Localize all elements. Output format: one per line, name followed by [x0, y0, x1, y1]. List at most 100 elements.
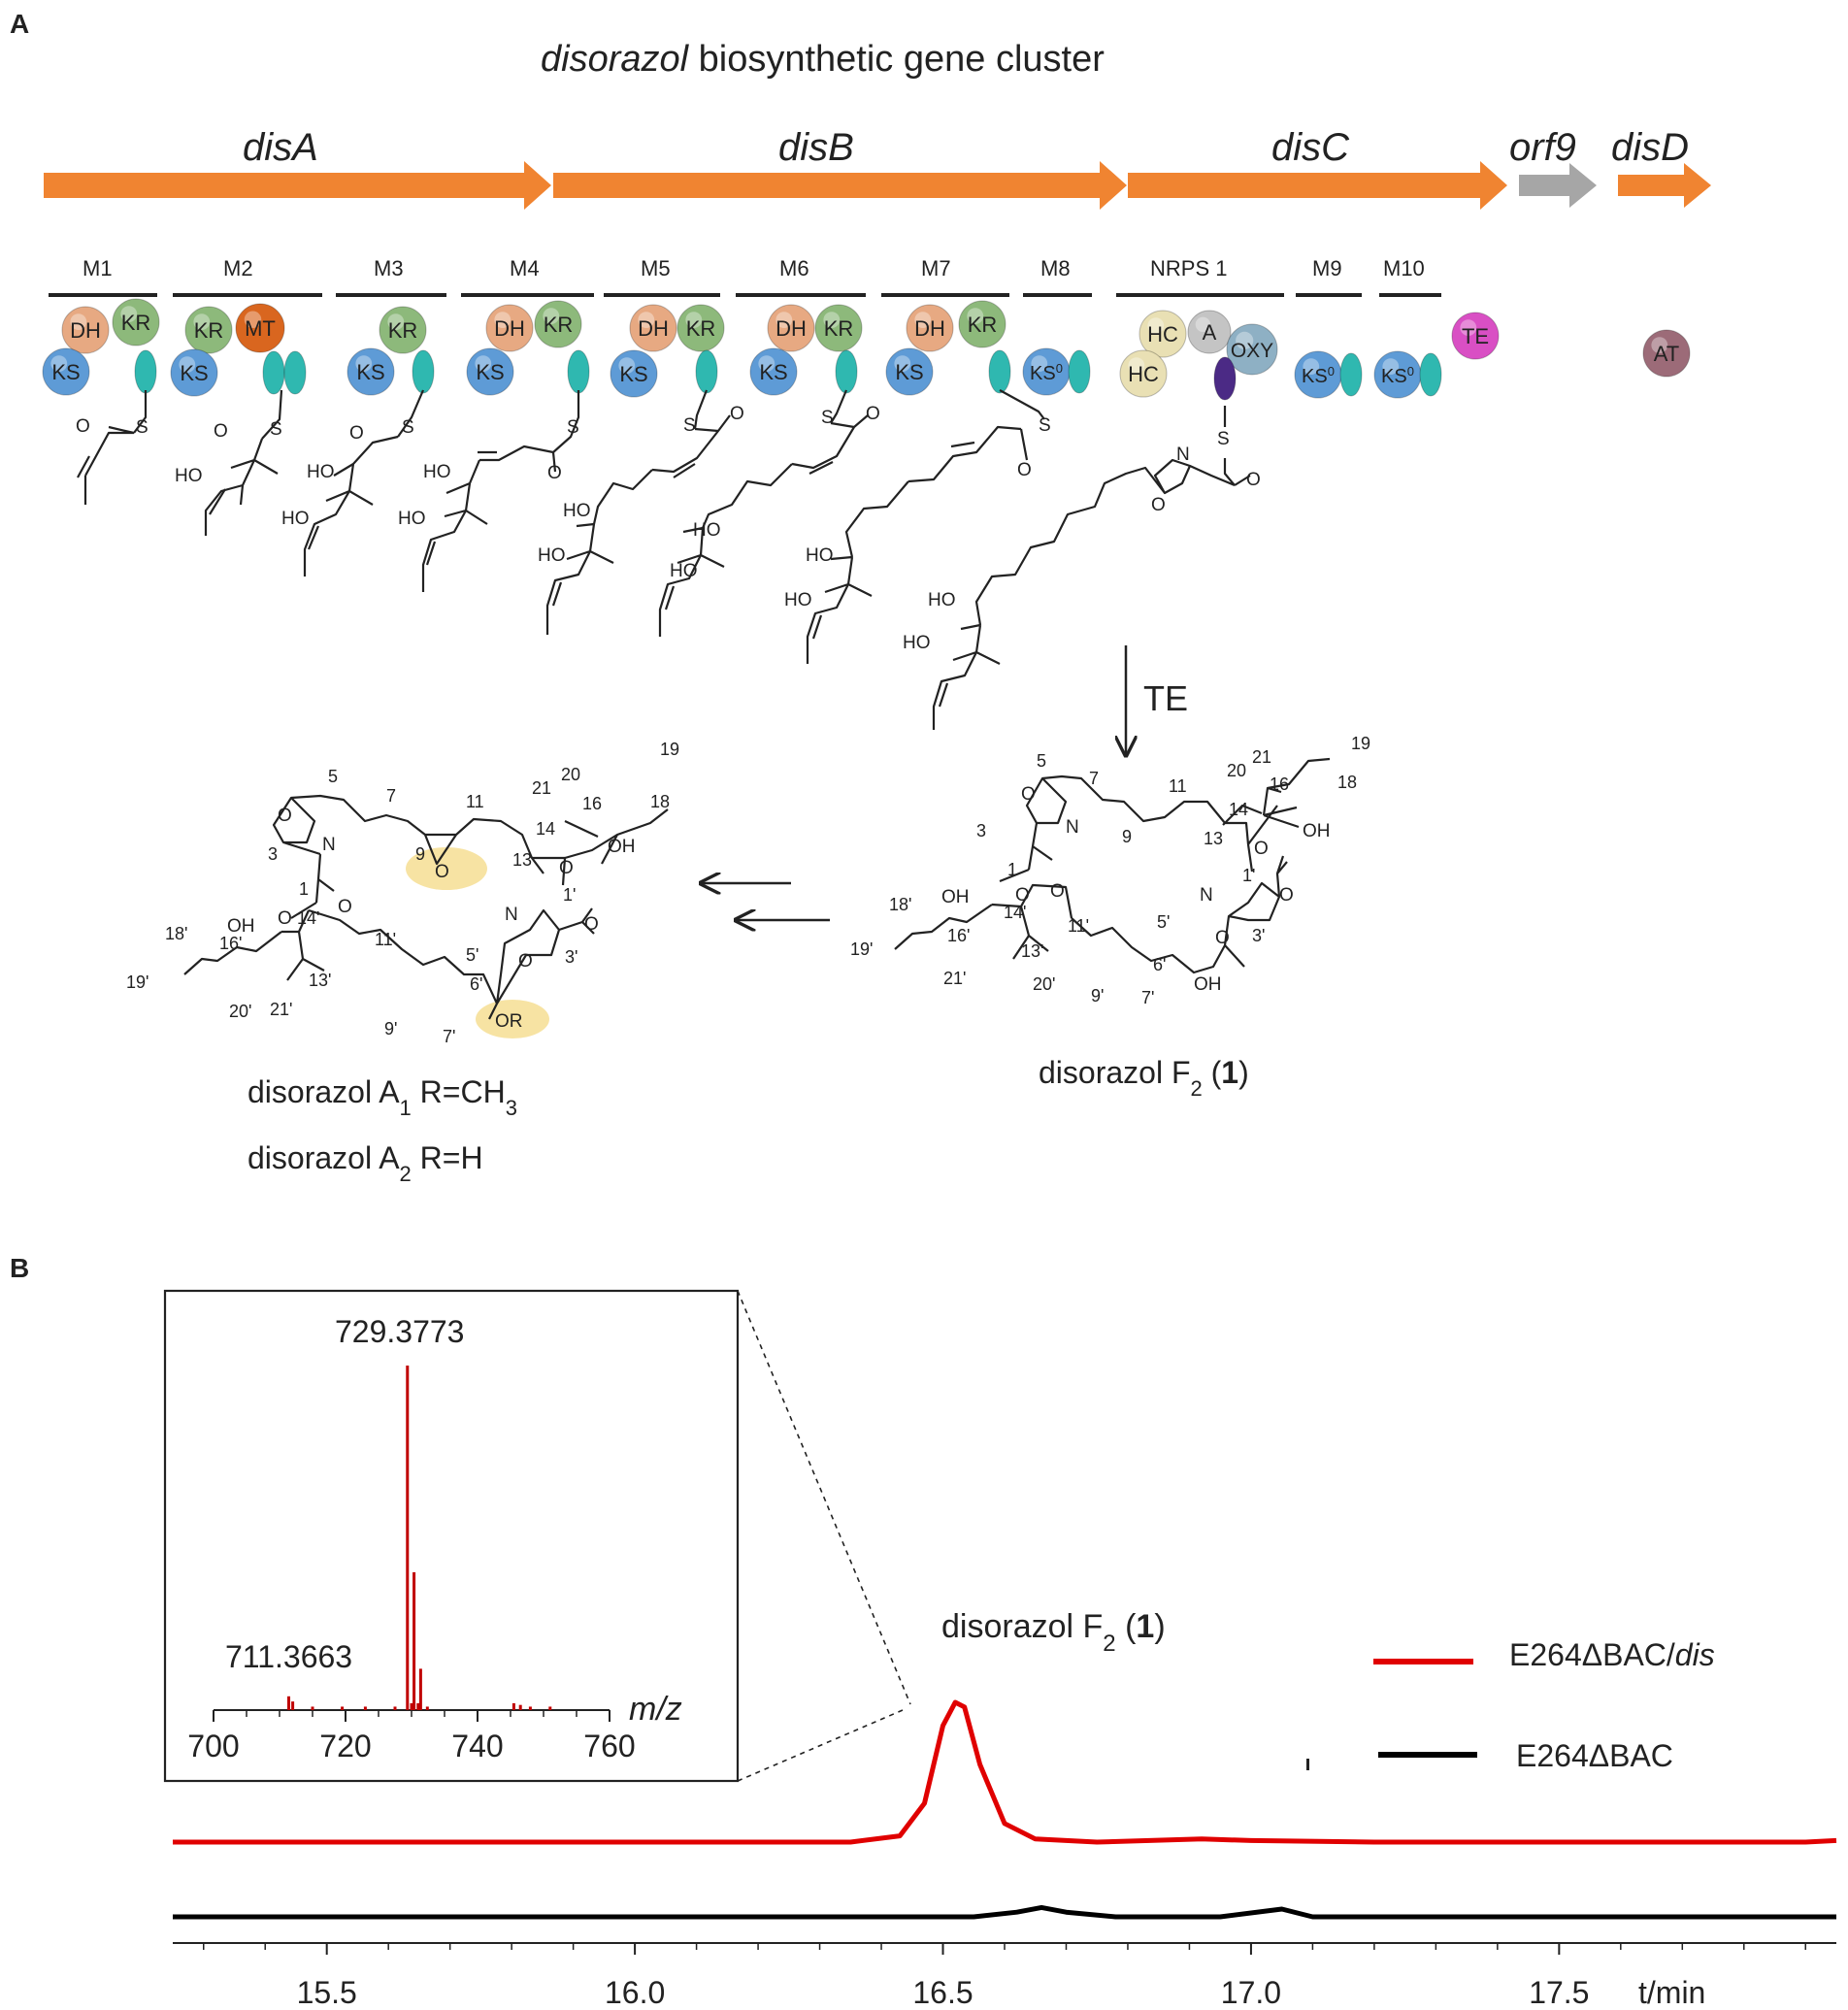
atom-number: 20' — [1033, 974, 1055, 994]
atom-number: 16' — [219, 934, 242, 953]
atom-o: O — [435, 862, 449, 882]
module-label-m7: M7 — [921, 256, 951, 280]
gene-label-disA: disA — [243, 126, 318, 169]
ks-domain-label: KS — [476, 360, 504, 384]
atom-ho: HO — [784, 590, 812, 610]
atom-number: 21 — [532, 778, 551, 798]
atom-or: OR — [495, 1011, 523, 1032]
series-line-control — [173, 1904, 1836, 1920]
dh-domain-label: DH — [776, 316, 807, 341]
module-label-m4: M4 — [510, 256, 540, 280]
inset-frame — [163, 1289, 740, 1783]
gene-label-orf9: orf9 — [1509, 126, 1576, 169]
module-label-m6: M6 — [779, 256, 809, 280]
kr-domain: KR — [112, 298, 160, 346]
kr-domain-label: KR — [968, 313, 998, 337]
intermediate-m6: S O HO HO — [658, 389, 880, 637]
atom-o: O — [278, 806, 292, 826]
atom-o: O — [730, 404, 744, 424]
kr-domain: KR — [676, 304, 725, 352]
cluster-title-rest: biosynthetic gene cluster — [688, 39, 1105, 80]
acp-domain — [134, 349, 157, 394]
atom-n: N — [505, 905, 518, 925]
atom-s: S — [1039, 415, 1051, 436]
atom-ho: HO — [928, 590, 956, 610]
atom-ho: HO — [398, 509, 426, 529]
intermediate-m2: S O HO — [175, 389, 283, 536]
gene-arrow-disB — [553, 161, 1127, 210]
acp-domain — [988, 349, 1011, 394]
dh-domain: DH — [485, 304, 534, 352]
atom-number: 9' — [384, 1019, 397, 1038]
module-label-m1: M1 — [82, 256, 113, 280]
atom-number: 3 — [976, 821, 986, 840]
cluster-title: disorazol biosynthetic gene cluster — [541, 39, 1105, 80]
ks-domain-label: KS — [51, 360, 80, 384]
atom-ho: HO — [538, 545, 566, 566]
x-tick-label: 16.5 — [912, 1975, 973, 2010]
acp-domain — [1068, 349, 1091, 394]
module-label-m3: M3 — [374, 256, 404, 280]
gene-arrow-disC — [1128, 161, 1507, 210]
ks-domain: KS — [42, 347, 90, 396]
atom-n: N — [1200, 885, 1213, 906]
atom-number: 1 — [1007, 860, 1017, 879]
atom-o: O — [584, 914, 599, 935]
ks0-domain: KS0 — [1294, 350, 1342, 399]
inset-zoom-line — [737, 1709, 904, 1782]
kr-domain: KR — [184, 306, 233, 354]
atom-n: N — [1176, 445, 1190, 465]
atom-n: N — [322, 835, 336, 855]
kr-domain-label: KR — [544, 313, 574, 337]
atom-number: 16' — [947, 926, 970, 945]
ks-domain: KS — [170, 348, 218, 397]
atom-number: 18' — [165, 924, 187, 943]
atom-number: 20 — [561, 765, 580, 784]
atom-number: 7 — [386, 786, 396, 806]
series-line-complemented — [173, 1699, 1837, 1845]
inset-x-tick-label: 760 — [583, 1729, 635, 1763]
atom-o: O — [338, 897, 352, 917]
legend-label-series-1: E264ΔBAC/dis — [1509, 1637, 1715, 1672]
atom-number: 7 — [1089, 769, 1099, 788]
atom-number: 1' — [1242, 866, 1255, 885]
dh-domain: DH — [61, 306, 110, 354]
atom-number: 9 — [415, 844, 425, 864]
atom-number: 14 — [1229, 800, 1248, 819]
atom-number: 6' — [1153, 955, 1166, 974]
module-label-nrps1: NRPS 1 — [1150, 256, 1227, 280]
disorazol-f2-label: disorazol F2 (1) — [1039, 1055, 1249, 1101]
module-label-m9: M9 — [1312, 256, 1342, 280]
atom-number: 13 — [1204, 829, 1223, 848]
atom-number: 3 — [268, 844, 278, 864]
intermediate-m7: S O HO HO — [784, 389, 1051, 664]
atom-number: 19' — [126, 972, 148, 992]
te-domain: TE — [1451, 312, 1500, 360]
dh-domain: DH — [629, 304, 677, 352]
panel-label-b: B — [10, 1253, 29, 1283]
module-label-m8: M8 — [1040, 256, 1071, 280]
kr-domain-label: KR — [686, 316, 716, 341]
atom-number: 11 — [466, 792, 484, 811]
ks-domain: KS — [610, 349, 658, 398]
gene-arrow-disA — [44, 161, 551, 210]
acp-domain — [695, 349, 718, 394]
atom-number: 3' — [565, 947, 578, 967]
dh-domain-label: DH — [70, 318, 101, 343]
hc-domain-label: HC — [1128, 362, 1159, 386]
peak-annotation: disorazol F2 (1) — [941, 1608, 1166, 1657]
acp-domain — [283, 350, 307, 395]
atom-o: O — [1215, 928, 1230, 948]
atom-o: O — [278, 908, 292, 929]
atom-ho: HO — [175, 466, 203, 486]
atom-n: N — [1066, 817, 1079, 838]
atom-number: 19 — [1351, 734, 1370, 753]
atom-s: S — [1217, 429, 1230, 449]
chart-xlabel: t/min — [1638, 1975, 1705, 2010]
atom-ho: HO — [806, 545, 834, 566]
kr-domain: KR — [534, 300, 582, 348]
hc-domain: HC — [1138, 310, 1187, 358]
gene-arrow-orf9 — [1519, 163, 1597, 208]
